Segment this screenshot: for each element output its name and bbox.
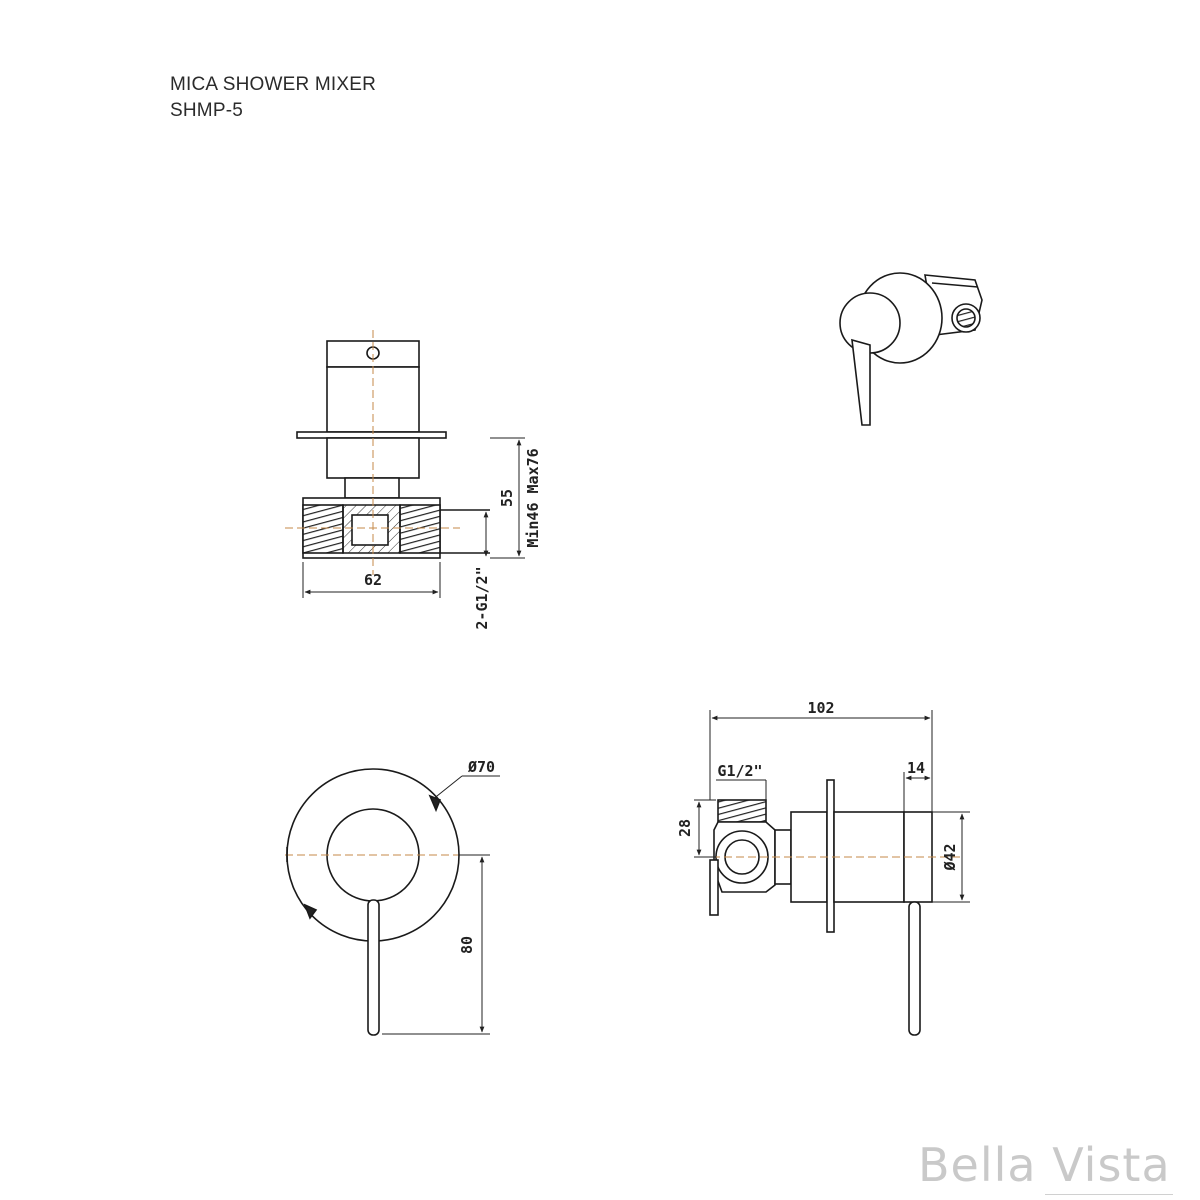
dim-inlet-height: 28	[676, 819, 694, 837]
dim-body-depth: 55	[498, 489, 516, 507]
dim-trim-width: 14	[907, 759, 925, 777]
dim-overall-depth: 102	[807, 699, 834, 717]
product-code: SHMP-5	[170, 100, 243, 121]
front-plate-dimensions	[382, 775, 500, 1035]
front-plate-view	[285, 768, 470, 1036]
isometric-view	[839, 272, 983, 426]
dim-handle-diameter: Ø42	[941, 843, 959, 871]
side-view	[700, 779, 960, 1036]
dim-install-range: Min46 Max76	[524, 448, 542, 547]
dim-plate-diameter: Ø70	[467, 758, 495, 776]
top-view	[285, 330, 490, 575]
side-view-dimensions	[694, 710, 970, 903]
title-block: MICA SHOWER MIXER SHMP-5	[170, 72, 376, 124]
brand-logo: Bella Vista	[918, 1138, 1171, 1192]
dim-inlet-thread: 2-G1/2"	[473, 566, 491, 629]
dim-handle-drop: 80	[458, 936, 476, 954]
brand-underline	[1045, 1194, 1173, 1195]
top-view-dimensions	[302, 437, 525, 598]
dim-body-width: 62	[364, 571, 382, 589]
product-name: MICA SHOWER MIXER	[170, 74, 377, 95]
dim-side-thread: G1/2"	[717, 762, 762, 780]
